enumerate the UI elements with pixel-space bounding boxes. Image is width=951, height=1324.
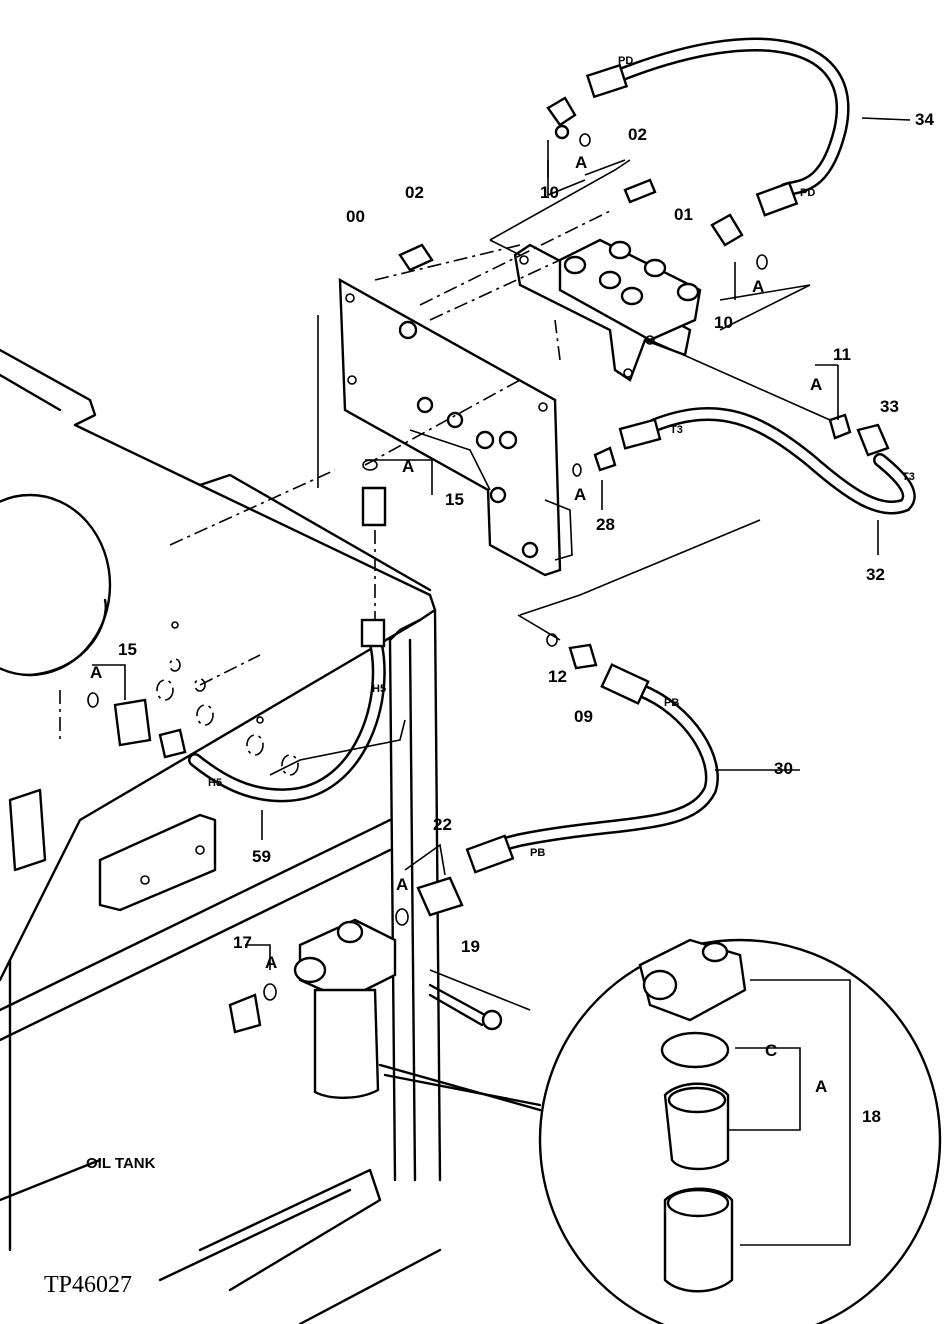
- hose-tag-pb: PB: [664, 697, 679, 709]
- callout-28: 28: [596, 515, 615, 534]
- leader-lines: [59, 117, 911, 1011]
- callout-17: 17: [233, 933, 252, 952]
- hose-32: [618, 407, 916, 515]
- callout-brackets: [92, 140, 851, 1246]
- oil-tank-label: OIL TANK: [86, 1155, 156, 1172]
- callout-18: 18: [862, 1107, 881, 1126]
- callout-00: 00: [346, 207, 365, 226]
- oil-filter: [293, 918, 397, 1099]
- callout-12: 12: [548, 667, 567, 686]
- callout-01: 01: [674, 205, 693, 224]
- callout-15-left: 15: [118, 640, 137, 659]
- hose-tag-pd: PD: [800, 187, 815, 199]
- filter-detail-view: [378, 938, 942, 1324]
- callout-59: 59: [252, 847, 271, 866]
- hose-34: [585, 37, 850, 217]
- hose-tag-pb: PB: [530, 847, 545, 859]
- callout-02-left: 02: [405, 183, 424, 202]
- letter-a: A: [265, 953, 277, 972]
- callout-09: 09: [574, 707, 593, 726]
- callout-30: 30: [774, 759, 793, 778]
- letter-a: A: [90, 663, 102, 682]
- hose-tag-h5: H5: [208, 777, 222, 789]
- hose-tag-t3: T3: [670, 424, 683, 436]
- callout-02-top: 02: [628, 125, 647, 144]
- callout-15-top: 15: [445, 490, 464, 509]
- hose-tags: PD PD T3 T3 PB PB H5 H5: [208, 55, 915, 859]
- letter-a: A: [752, 277, 764, 296]
- callout-10-top: 10: [540, 183, 559, 202]
- callout-34: 34: [915, 110, 934, 129]
- callout-19: 19: [461, 937, 480, 956]
- letter-a: A: [396, 875, 408, 894]
- figure-reference: TP46027: [44, 1272, 132, 1298]
- kit-letters: A A A A A A A A A C: [90, 153, 827, 1096]
- mounting-plate: [338, 277, 573, 577]
- letter-a: A: [810, 375, 822, 394]
- fittings: [87, 96, 890, 1034]
- valve-block: [513, 238, 702, 382]
- letter-c: C: [765, 1041, 777, 1060]
- callout-10-right: 10: [714, 313, 733, 332]
- hose-tag-pd: PD: [618, 55, 633, 67]
- letter-a: A: [574, 485, 586, 504]
- hose-59: [188, 618, 386, 803]
- callout-32: 32: [866, 565, 885, 584]
- callout-33: 33: [880, 397, 899, 416]
- part-callouts: 34 02 02 00 01 10 10 11 33 32 28 15 15 1…: [118, 110, 934, 1126]
- hose-tag-h5: H5: [372, 683, 386, 695]
- letter-a: A: [575, 153, 587, 172]
- callout-11: 11: [833, 345, 851, 364]
- callout-22: 22: [433, 815, 452, 834]
- letter-a: A: [815, 1077, 827, 1096]
- letter-a: A: [402, 457, 414, 476]
- hose-30: [465, 663, 719, 874]
- hose-tag-t3: T3: [902, 471, 915, 483]
